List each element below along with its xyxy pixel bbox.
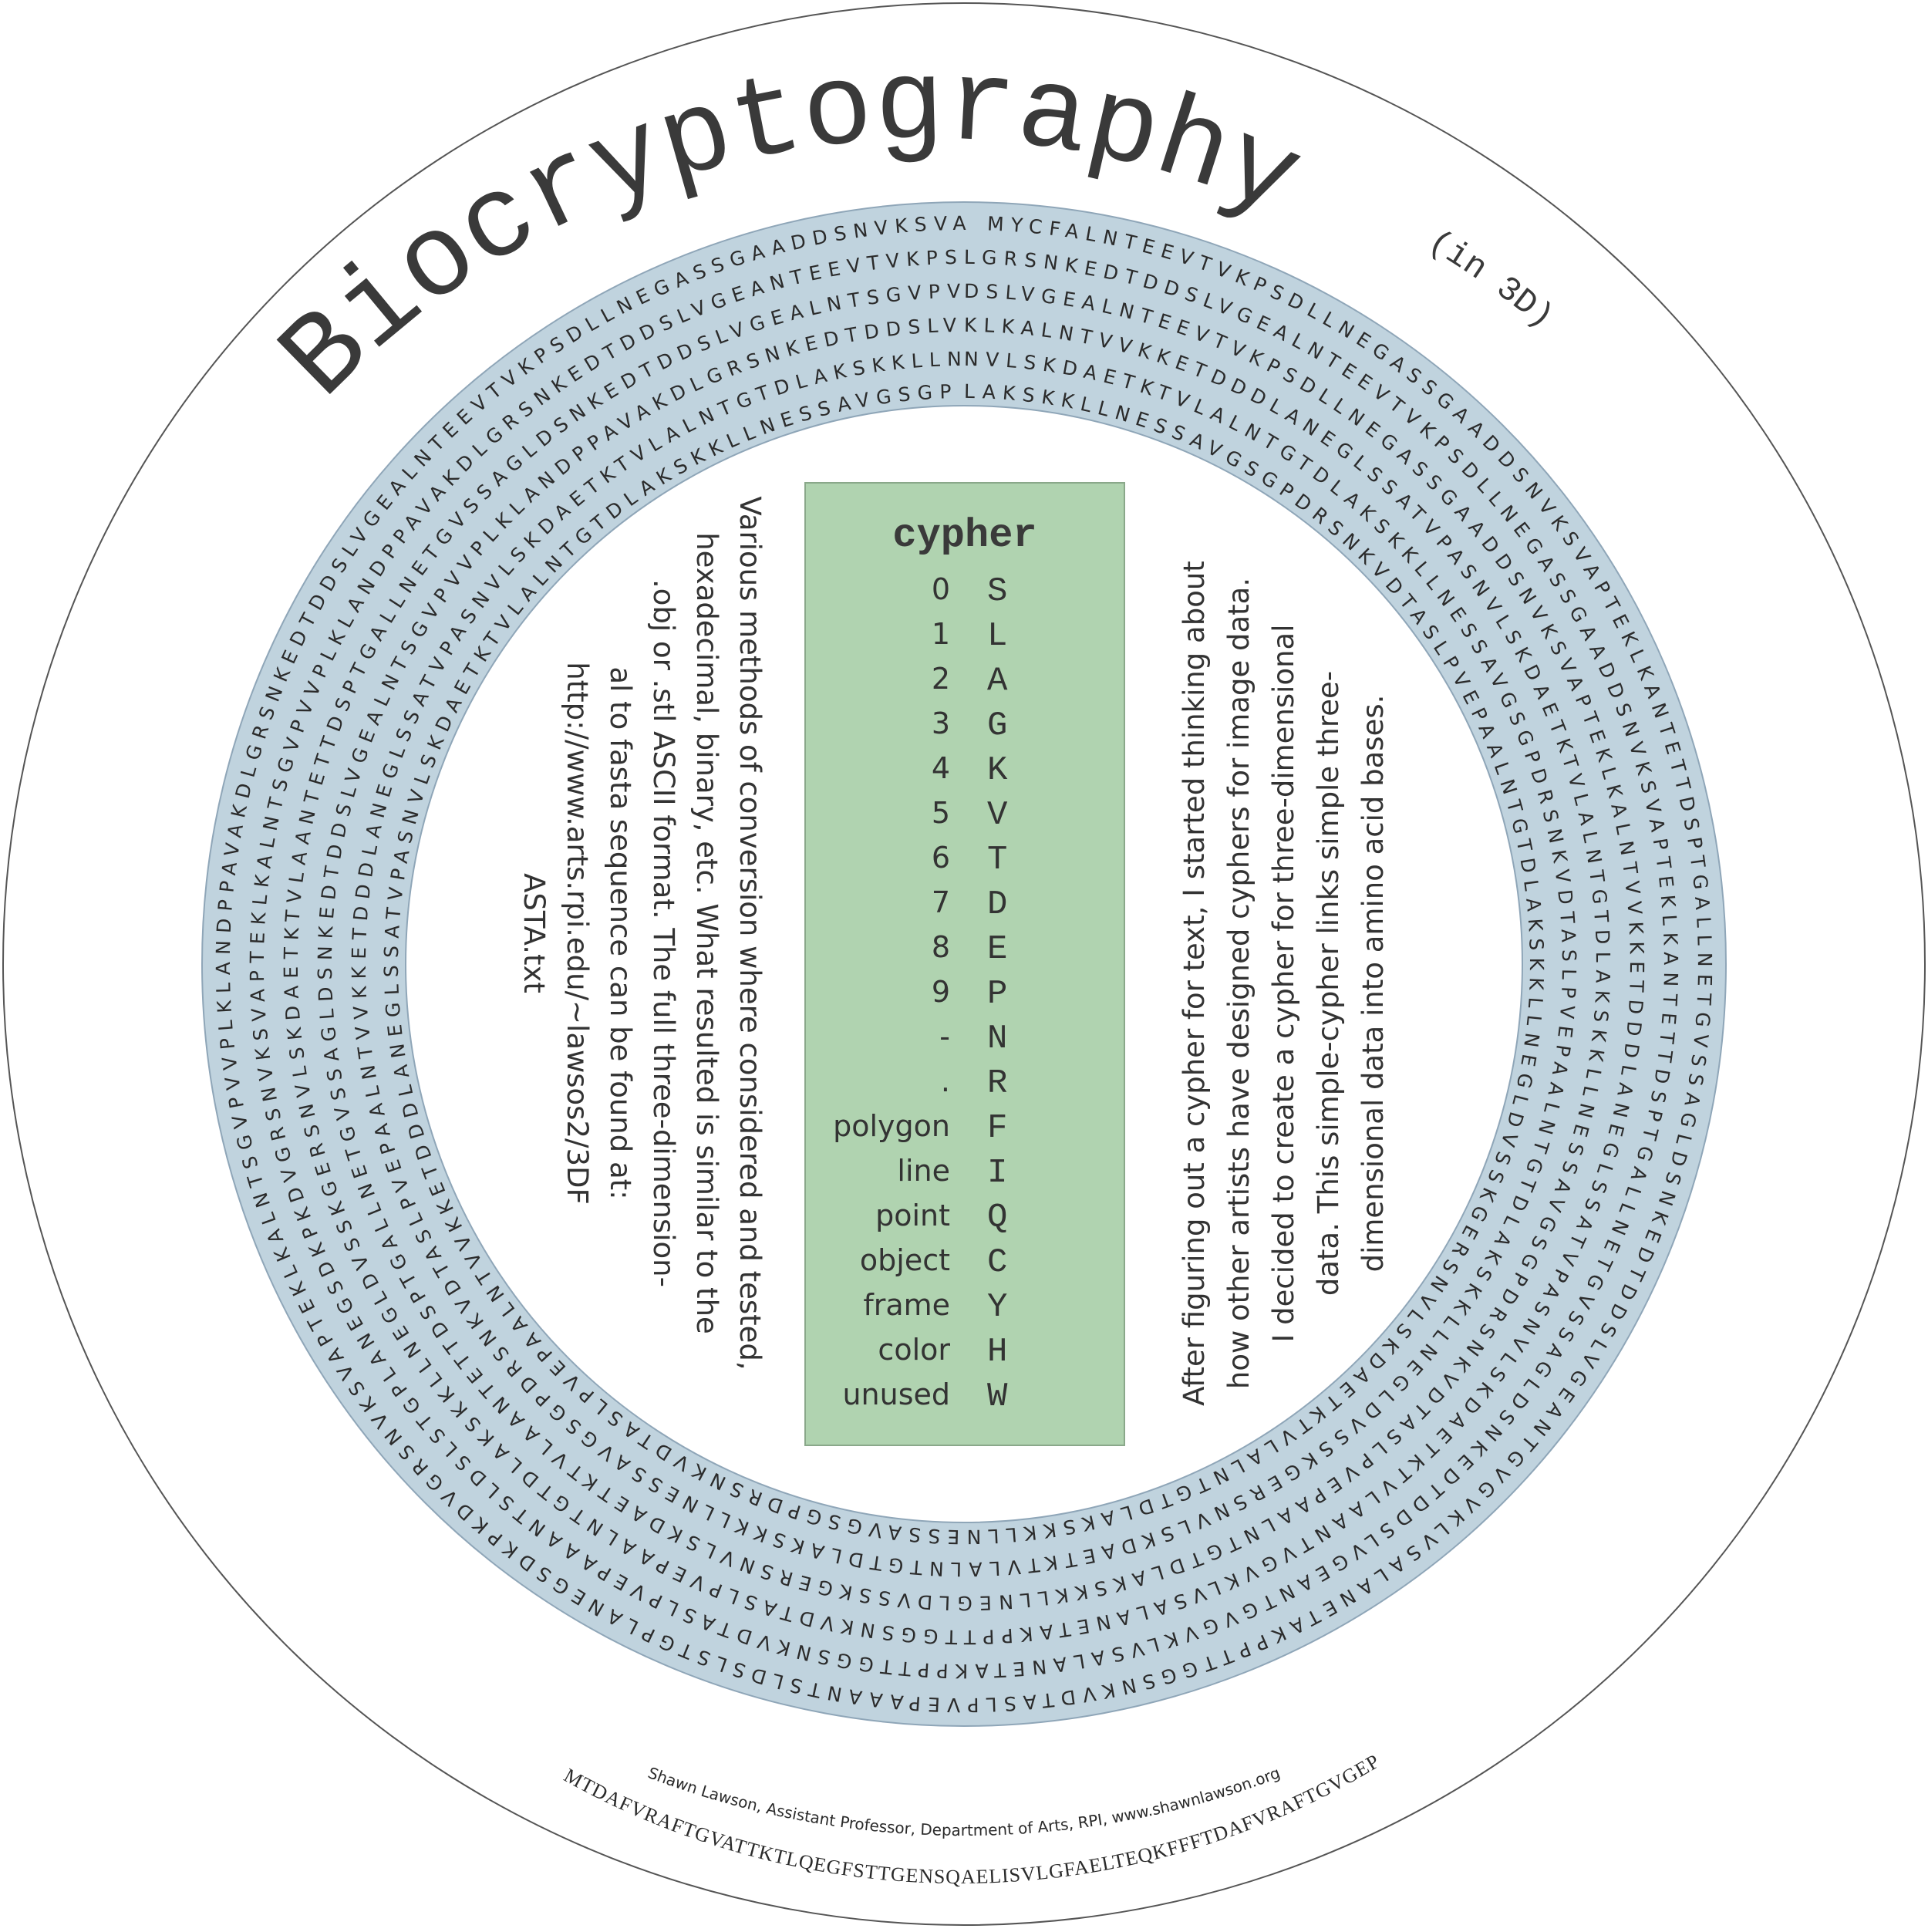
- cypher-key: 4: [931, 751, 950, 785]
- cypher-value: S: [987, 572, 1008, 611]
- cypher-key: polygon: [833, 1109, 950, 1143]
- cypher-key: frame: [863, 1288, 950, 1322]
- cypher-key: 2: [931, 662, 950, 696]
- cypher-value: C: [987, 1243, 1008, 1282]
- cypher-key: object: [859, 1243, 950, 1277]
- conversion-line: al to fasta sequence can be found at:: [604, 666, 637, 1200]
- sequence-ring: [202, 202, 1726, 1726]
- cypher-key: 0: [931, 572, 950, 606]
- source-url-continued[interactable]: ASTA.txt: [517, 873, 551, 993]
- description-line: how other artists have designed cyphers …: [1222, 577, 1256, 1390]
- cypher-value: T: [987, 841, 1008, 879]
- description-line: dimensional data into amino acid bases.: [1357, 694, 1390, 1273]
- description-line: data. This simple-cypher links simple th…: [1312, 670, 1345, 1296]
- cypher-row: polygon F: [806, 1109, 1124, 1154]
- cypher-value: L: [987, 617, 1008, 656]
- cypher-value: N: [987, 1020, 1008, 1058]
- cypher-row: frame Y: [806, 1288, 1124, 1333]
- cypher-value: W: [987, 1377, 1008, 1416]
- cypher-key: 1: [931, 617, 950, 651]
- cypher-key: point: [875, 1199, 950, 1232]
- cypher-key: 6: [931, 841, 950, 875]
- cypher-key: line: [897, 1154, 950, 1188]
- cypher-value: H: [987, 1333, 1008, 1371]
- cypher-key: 9: [931, 975, 950, 1009]
- cypher-row: -N: [806, 1020, 1124, 1064]
- cypher-value: R: [987, 1064, 1008, 1103]
- cypher-key: 3: [931, 706, 950, 740]
- cypher-title: cypher: [892, 513, 1037, 558]
- cypher-key: 7: [931, 885, 950, 919]
- cypher-row: color H: [806, 1333, 1124, 1377]
- cypher-value: E: [987, 930, 1008, 969]
- conversion-line: Various methods of conversion where cons…: [733, 496, 767, 1371]
- cypher-value: G: [987, 706, 1008, 745]
- cypher-key: color: [878, 1333, 950, 1367]
- ring-outer-edge: [201, 201, 1727, 1727]
- cypher-value: A: [987, 662, 1008, 700]
- cypher-row: line I: [806, 1154, 1124, 1199]
- conversion-line: hexadecimal, binary, etc. What resulted …: [690, 532, 723, 1334]
- cypher-value: I: [987, 1154, 1008, 1192]
- cypher-value: Q: [987, 1199, 1008, 1237]
- cypher-value: P: [987, 975, 1008, 1013]
- cypher-key: unused: [842, 1377, 950, 1411]
- cypher-key: .: [940, 1064, 950, 1098]
- cypher-key: -: [939, 1020, 950, 1054]
- cypher-key: 5: [931, 796, 950, 830]
- cypher-value: V: [987, 796, 1008, 835]
- source-url[interactable]: http://www.arts.rpi.edu/~lawsos2/3DF: [561, 662, 594, 1205]
- cypher-row: object C: [806, 1243, 1124, 1288]
- cypher-value: D: [987, 885, 1008, 924]
- cypher-description: After figuring out a cypher for text, I …: [1172, 505, 1404, 1462]
- conversion-line: .obj or .stl ASCII format. The full thre…: [647, 579, 680, 1287]
- ring-inner-edge: [405, 405, 1523, 1523]
- description-line: After figuring out a cypher for text, I …: [1178, 561, 1211, 1406]
- cypher-value: F: [987, 1109, 1008, 1148]
- description-line: I decided to create a cypher for three-d…: [1267, 624, 1300, 1343]
- cypher-value: K: [987, 751, 1008, 790]
- cypher-key: 8: [931, 930, 950, 964]
- cypher-row: unused W: [806, 1377, 1124, 1422]
- conversion-description: Various methods of conversion where cons…: [517, 440, 771, 1427]
- cypher-row: point Q: [806, 1199, 1124, 1243]
- cypher-row: .R: [806, 1064, 1124, 1109]
- cypher-value: Y: [987, 1288, 1008, 1327]
